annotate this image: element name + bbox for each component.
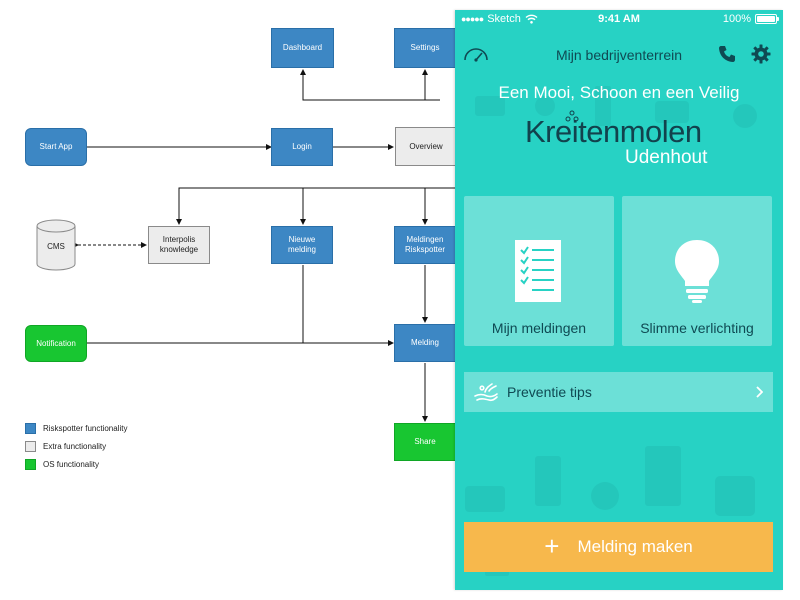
phone-icon[interactable] bbox=[717, 44, 737, 64]
edge-overview-interpolis bbox=[176, 187, 455, 225]
plus-icon: + bbox=[544, 530, 560, 561]
checklist-icon bbox=[515, 240, 561, 302]
tile-label: Slimme verlichting bbox=[640, 320, 754, 336]
carrier-name: Sketch bbox=[487, 13, 521, 25]
nav-title: Mijn bedrijventerrein bbox=[555, 47, 683, 63]
legend-label: Riskspotter functionality bbox=[43, 424, 128, 433]
node-start-app: Start App bbox=[25, 128, 87, 166]
lightbulb-icon bbox=[675, 240, 719, 303]
phone-screen: ●●●●● Sketch 9:41 AM 100% Mijn bedrijven… bbox=[455, 10, 783, 590]
tagline: Een Mooi, Schoon en een Veilig bbox=[498, 83, 740, 102]
legend-swatch bbox=[25, 441, 36, 452]
legend-swatch bbox=[25, 423, 36, 434]
preventie-tips-row[interactable]: Preventie tips bbox=[464, 372, 773, 412]
status-time: 9:41 AM bbox=[598, 13, 640, 25]
legend-label: OS functionality bbox=[43, 460, 100, 469]
brand-location: Udenhout bbox=[625, 147, 708, 168]
chevron-right-icon bbox=[756, 386, 763, 398]
tile-mijn-meldingen[interactable]: Mijn meldingen bbox=[464, 196, 614, 346]
node-dashboard: Dashboard bbox=[271, 28, 334, 68]
legend-label: Extra functionality bbox=[43, 442, 107, 451]
node-interpolis: Interpolis knowledge bbox=[148, 226, 210, 264]
status-left: ●●●●● Sketch bbox=[461, 13, 538, 25]
legend-item-riskspotter: Riskspotter functionality bbox=[25, 423, 127, 434]
battery-icon bbox=[755, 14, 779, 24]
node-notification: Notification bbox=[25, 325, 87, 362]
signal-dots-icon: ●●●●● bbox=[461, 14, 484, 24]
brand-logo-text: Kreitenmolen bbox=[525, 114, 702, 149]
node-share: Share bbox=[394, 423, 456, 461]
node-overview: Overview bbox=[395, 127, 457, 166]
legend-swatch bbox=[25, 459, 36, 470]
gear-icon[interactable] bbox=[751, 44, 771, 64]
cta-label: Melding maken bbox=[577, 537, 693, 556]
node-cms: CMS bbox=[47, 242, 65, 251]
hand-icon bbox=[474, 383, 498, 402]
wifi-icon bbox=[525, 14, 538, 24]
brand-sparkle-icon bbox=[565, 110, 579, 122]
edge-overview-dashboard bbox=[300, 69, 440, 101]
status-right: 100% bbox=[722, 13, 779, 25]
speedometer-icon[interactable] bbox=[463, 44, 489, 64]
node-meldingen-riskspotter: Meldingen Riskspotter bbox=[394, 226, 456, 264]
legend-item-extra: Extra functionality bbox=[25, 441, 106, 452]
node-nieuwe-melding: Nieuwe melding bbox=[271, 226, 333, 264]
tile-slimme-verlichting[interactable]: Slimme verlichting bbox=[622, 196, 772, 346]
preventie-label: Preventie tips bbox=[507, 384, 592, 400]
melding-maken-button[interactable]: + Melding maken bbox=[464, 522, 773, 572]
node-melding: Melding bbox=[394, 324, 456, 362]
status-bar: ●●●●● Sketch 9:41 AM 100% bbox=[455, 10, 783, 30]
tile-label: Mijn meldingen bbox=[491, 320, 587, 336]
node-login: Login bbox=[271, 128, 333, 166]
legend-item-os: OS functionality bbox=[25, 459, 99, 470]
battery-percentage: 100% bbox=[722, 13, 751, 25]
nav-bar: Mijn bedrijventerrein bbox=[455, 30, 783, 76]
node-cms-cylinder bbox=[36, 219, 76, 271]
node-settings: Settings bbox=[394, 28, 456, 68]
